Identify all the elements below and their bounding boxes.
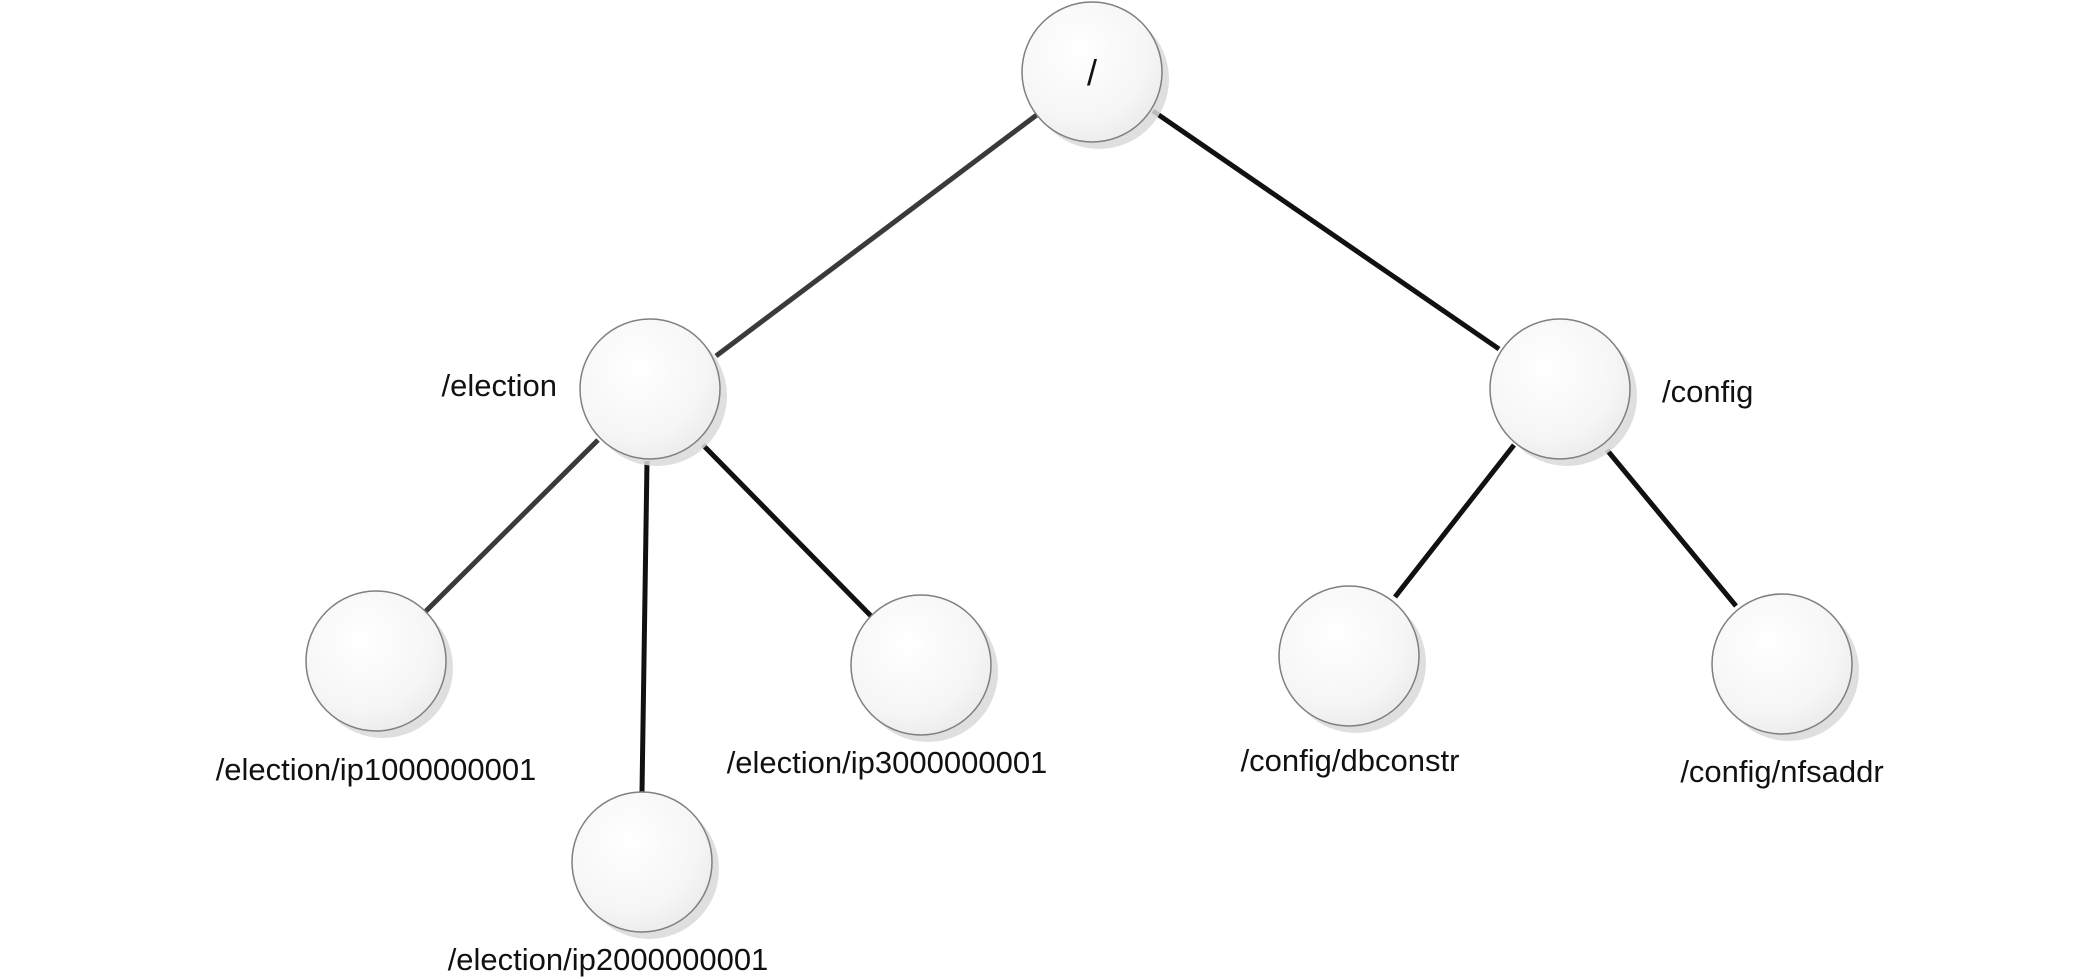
node-label-config: /config xyxy=(1662,374,1753,409)
node-label-ip2: /election/ip2000000001 xyxy=(448,942,769,977)
edge-election-ip2 xyxy=(639,460,650,793)
node-ip3 xyxy=(850,594,992,736)
labels-layer: / /election/config/election/ip1000000001 /… xyxy=(216,52,1884,977)
edge-root-election xyxy=(714,112,1040,358)
node-ip1 xyxy=(305,590,447,732)
edge-config-dbconstr xyxy=(1393,443,1516,599)
node-root xyxy=(1021,1,1163,143)
node-label-ip1: /election/ip1000000001 xyxy=(216,752,537,787)
edges-layer xyxy=(423,108,1738,793)
node-config xyxy=(1489,318,1631,460)
node-label-ip3: /election/ip3000000001 xyxy=(727,745,1048,780)
edge-root-config xyxy=(1151,108,1501,352)
edge-election-ip3 xyxy=(701,443,874,619)
edge-config-nfsaddr xyxy=(1605,448,1738,608)
node-dbconstr xyxy=(1278,585,1420,727)
node-nfsaddr xyxy=(1711,593,1853,735)
node-label-election: /election xyxy=(442,368,557,403)
node-election xyxy=(579,318,721,460)
nodes-layer xyxy=(305,1,1859,939)
node-label-dbconstr: /config/dbconstr xyxy=(1241,743,1460,778)
node-label-nfsaddr: /config/nfsaddr xyxy=(1680,754,1883,789)
node-ip2 xyxy=(571,791,713,933)
node-label-root: / xyxy=(1087,52,1097,93)
edge-election-ip1 xyxy=(423,438,600,614)
